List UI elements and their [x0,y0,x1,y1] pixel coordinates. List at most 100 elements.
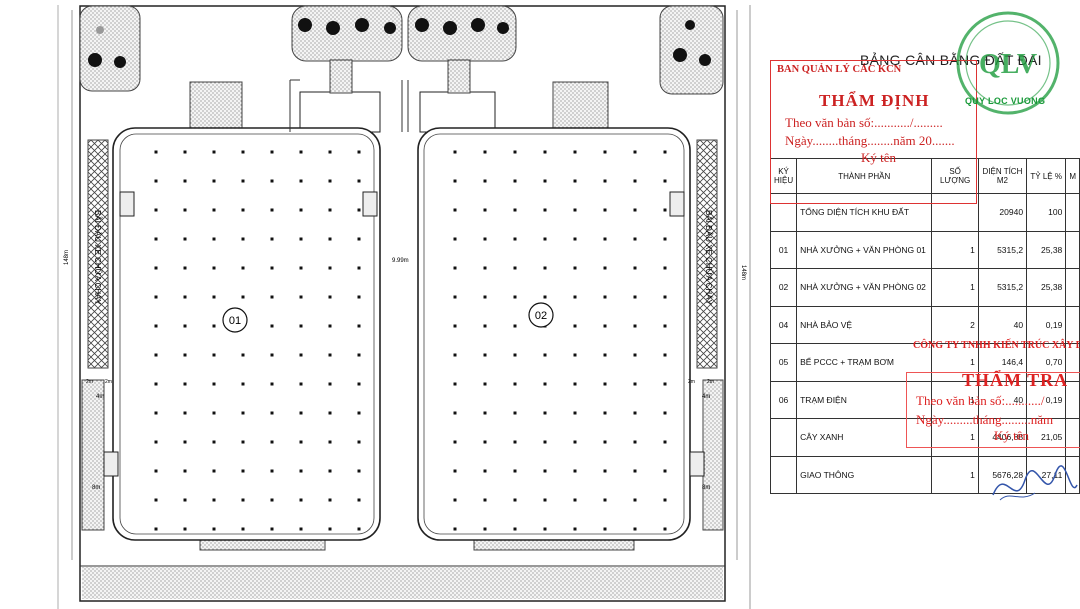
column-dot [633,208,637,212]
appraisal-stamp: BAN QUẢN LÝ CÁC KCN THẨM ĐỊNH Theo văn b… [770,60,977,204]
cell-code: 01 [769,230,798,269]
column-dot [212,295,216,299]
building-02-label: 02 [535,310,547,322]
cell-name: GIAO THÔNG [796,455,933,494]
column-dot [299,295,303,299]
tree-cluster-top-left [79,5,141,92]
review-stamp-line3: Ký tên [994,428,1030,443]
bottom-green-strip [82,567,723,599]
column-dot [328,527,332,531]
column-dot [212,266,216,270]
column-dot [513,382,517,386]
column-dot [483,382,487,386]
signature-scribble [992,465,1078,501]
cell-qty: 1 [931,455,979,494]
column-dot [357,411,361,415]
column-dot [633,150,637,154]
column-dot [212,440,216,444]
site-plan-drawing: 01 02 BÃI ĐẬU XE CHỮA CHÁY BÃI ĐẬU XE CH… [57,5,751,609]
column-dot [270,324,274,328]
column-dot [212,527,216,531]
column-dot [241,266,245,270]
column-dot [357,237,361,241]
cell-name: NHÀ BẢO VỆ [796,305,933,344]
column-dot [573,440,577,444]
column-dot [453,440,457,444]
column-dot [270,353,274,357]
column-dot [299,324,303,328]
column-dot [299,469,303,473]
column-dot [573,411,577,415]
column-dot [633,498,637,502]
header-qty: SỐ LƯỢNG [931,158,979,194]
column-dot [357,179,361,183]
review-stamp-org: CÔNG TY TNHH KIẾN TRÚC XÂY DỰNG [913,340,1080,351]
column-dot [513,150,517,154]
column-dot [241,411,245,415]
column-dot [328,179,332,183]
header-code: KÝ HIỆU [769,158,798,194]
column-dot [183,469,187,473]
column-dot [453,266,457,270]
column-dot [212,382,216,386]
column-dot [603,382,607,386]
column-dot [483,440,487,444]
column-dot [453,150,457,154]
column-dot [241,295,245,299]
column-dot [573,266,577,270]
column-dot [183,527,187,531]
column-dot [328,411,332,415]
column-dot [453,295,457,299]
column-dot [328,324,332,328]
gatehouse-left [299,91,381,133]
column-dot [543,295,547,299]
column-dot [154,266,158,270]
column-dot [328,266,332,270]
column-dot [154,382,158,386]
column-dot [603,353,607,357]
cell-ratio: 0,19 [1026,305,1067,344]
column-dot [603,440,607,444]
tree-cluster-top-right [659,5,724,95]
column-dot [154,440,158,444]
column-dot [513,324,517,328]
column-dot [603,295,607,299]
column-dot [663,440,667,444]
dim-2m-1: 2m [86,379,93,385]
fire-parking-left-hatch [87,139,109,369]
column-dot [543,353,547,357]
column-dot [483,469,487,473]
column-dot [543,498,547,502]
logo-emblem: QLV [956,11,1060,115]
column-dot [299,527,303,531]
column-dot [483,150,487,154]
header-ratio: TỶ LỆ % [1026,158,1067,194]
fire-parking-right-hatch [696,139,718,369]
column-dot [270,266,274,270]
column-dot [328,440,332,444]
column-dot [633,295,637,299]
column-dot [543,179,547,183]
column-dot [270,440,274,444]
cell-ratio: 100 [1026,193,1067,232]
column-dot [212,324,216,328]
right-dimension: 148m [740,265,746,280]
column-dot [513,295,517,299]
building-01-column-grid [154,150,361,531]
column-dot [212,411,216,415]
column-dot [270,295,274,299]
column-dot [633,237,637,241]
cell-code: 02 [769,268,798,307]
column-dot [603,208,607,212]
header-area: DIỆN TÍCH M2 [977,158,1028,194]
column-dot [183,179,187,183]
column-dot [212,237,216,241]
column-dot [183,295,187,299]
column-dot [483,237,487,241]
column-dot [154,208,158,212]
column-dot [154,150,158,154]
cell-code: 04 [769,305,798,344]
logo-text: QUY LOC VUONG [965,96,1046,106]
column-dot [483,324,487,328]
